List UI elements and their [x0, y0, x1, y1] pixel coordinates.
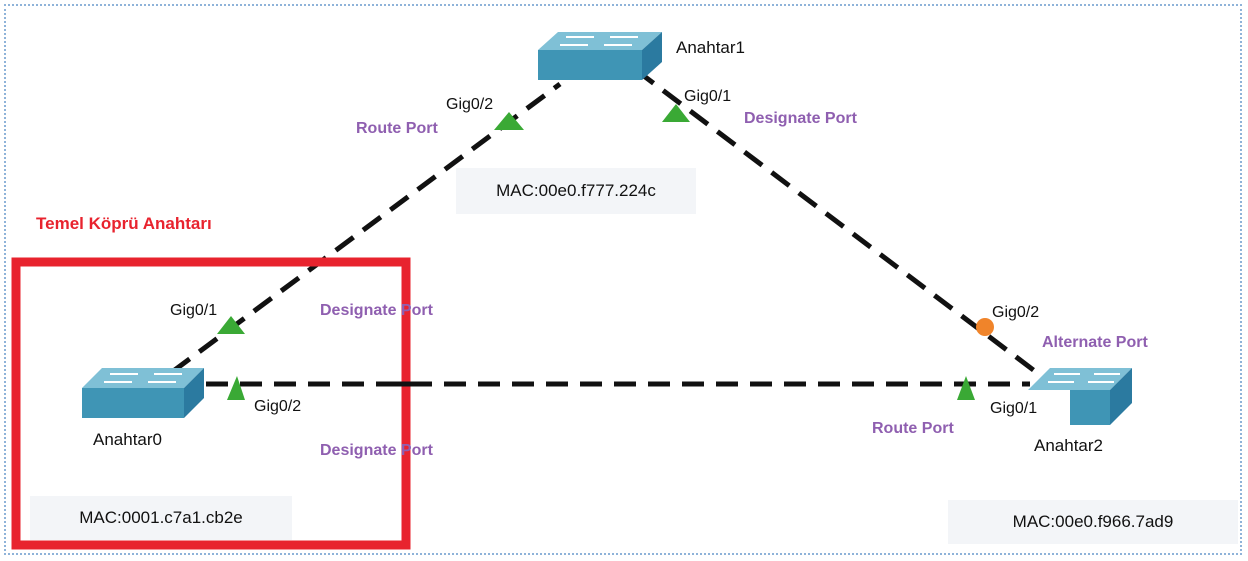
switch-icon-anahtar2	[1028, 368, 1132, 425]
port-label-s2-g01: Gig0/1	[990, 400, 1038, 417]
switch-icon-anahtar0	[82, 368, 204, 418]
switch-name-anahtar0: Anahtar0	[93, 430, 162, 449]
port-label-s0-g01: Gig0/1	[170, 302, 218, 319]
port-label-s2-g02: Gig0/2	[992, 304, 1040, 321]
port-indicator-s1-g01	[662, 104, 690, 122]
port-label-s1-g01: Gig0/1	[684, 88, 732, 105]
role-label-s2-g02: Alternate Port	[1042, 334, 1148, 351]
port-indicator-s0-g01	[217, 316, 245, 334]
port-indicator-s2-g01	[957, 376, 975, 400]
role-label-s1-g02: Route Port	[356, 120, 438, 137]
root-bridge-title: Temel Köprü Anahtarı	[36, 214, 212, 233]
mac-box-anahtar0: MAC:0001.c7a1.cb2e	[30, 496, 292, 540]
role-label-s2-g01: Route Port	[872, 420, 954, 437]
switch-name-anahtar1: Anahtar1	[676, 38, 745, 57]
root-bridge-box	[11, 257, 411, 550]
port-label-s1-g02: Gig0/2	[446, 96, 494, 113]
port-label-s0-g02: Gig0/2	[254, 398, 302, 415]
diagram-frame	[4, 4, 1242, 555]
mac-anahtar0: MAC:0001.c7a1.cb2e	[79, 508, 243, 527]
role-label-s0-g01: Designate Port	[320, 302, 433, 319]
role-label-s1-g01: Designate Port	[744, 110, 857, 127]
link-s1-s2	[634, 68, 1042, 377]
port-indicator-s2-g02	[976, 318, 994, 336]
role-label-s0-g02: Designate Port	[320, 442, 433, 459]
mac-anahtar1: MAC:00e0.f777.224c	[496, 181, 656, 200]
switch-name-anahtar2: Anahtar2	[1034, 436, 1103, 455]
mac-anahtar2: MAC:00e0.f966.7ad9	[1012, 512, 1174, 531]
mac-box-anahtar2: MAC:00e0.f966.7ad9	[948, 500, 1238, 544]
port-indicator-s0-g02	[227, 376, 245, 400]
mac-box-anahtar1: MAC:00e0.f777.224c	[456, 168, 696, 214]
port-indicator-s1-g02	[494, 112, 524, 130]
switch-icon-anahtar1	[538, 32, 662, 80]
